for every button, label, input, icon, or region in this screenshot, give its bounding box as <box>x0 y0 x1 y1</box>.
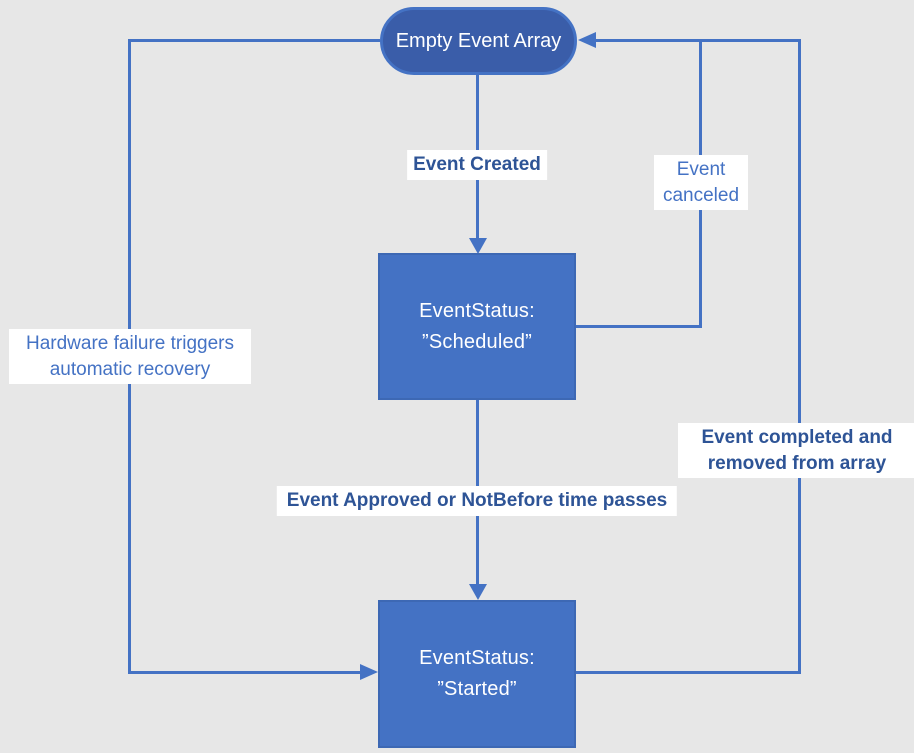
node-eventstatus-started: EventStatus: ”Started” <box>378 600 576 748</box>
connector-recovery-top-horizontal <box>128 39 380 42</box>
node-scheduled-line2: ”Scheduled” <box>421 330 533 353</box>
edge-label-event-canceled: Event canceled <box>654 155 748 211</box>
node-empty-event-array-label: Empty Event Array <box>395 29 562 52</box>
node-eventstatus-scheduled: EventStatus: ”Scheduled” <box>378 253 576 400</box>
arrowhead-left-into-oval-icon <box>578 32 596 48</box>
node-started-line2: ”Started” <box>437 678 517 700</box>
arrowhead-down-into-started-icon <box>469 584 487 600</box>
node-empty-event-array: Empty Event Array <box>380 7 577 75</box>
arrowhead-down-into-scheduled-icon <box>469 238 487 254</box>
edge-label-event-approved: Event Approved or NotBefore time passes <box>276 486 678 516</box>
edge-label-event-created: Event Created <box>407 150 547 180</box>
connector-completed-vertical <box>798 39 801 674</box>
connector-return-top-horizontal <box>595 39 801 42</box>
connector-recovery-bottom-horizontal <box>128 671 361 674</box>
arrowhead-right-into-started-icon <box>360 664 378 680</box>
node-scheduled-line1: EventStatus: <box>419 299 535 322</box>
edge-label-hardware-failure: Hardware failure triggers automatic reco… <box>9 329 251 385</box>
node-started-line1: EventStatus: <box>419 647 535 669</box>
connector-completed-horizontal <box>576 671 801 674</box>
edge-label-event-completed: Event completed and removed from array <box>678 423 914 479</box>
connector-canceled-horizontal <box>576 325 702 328</box>
